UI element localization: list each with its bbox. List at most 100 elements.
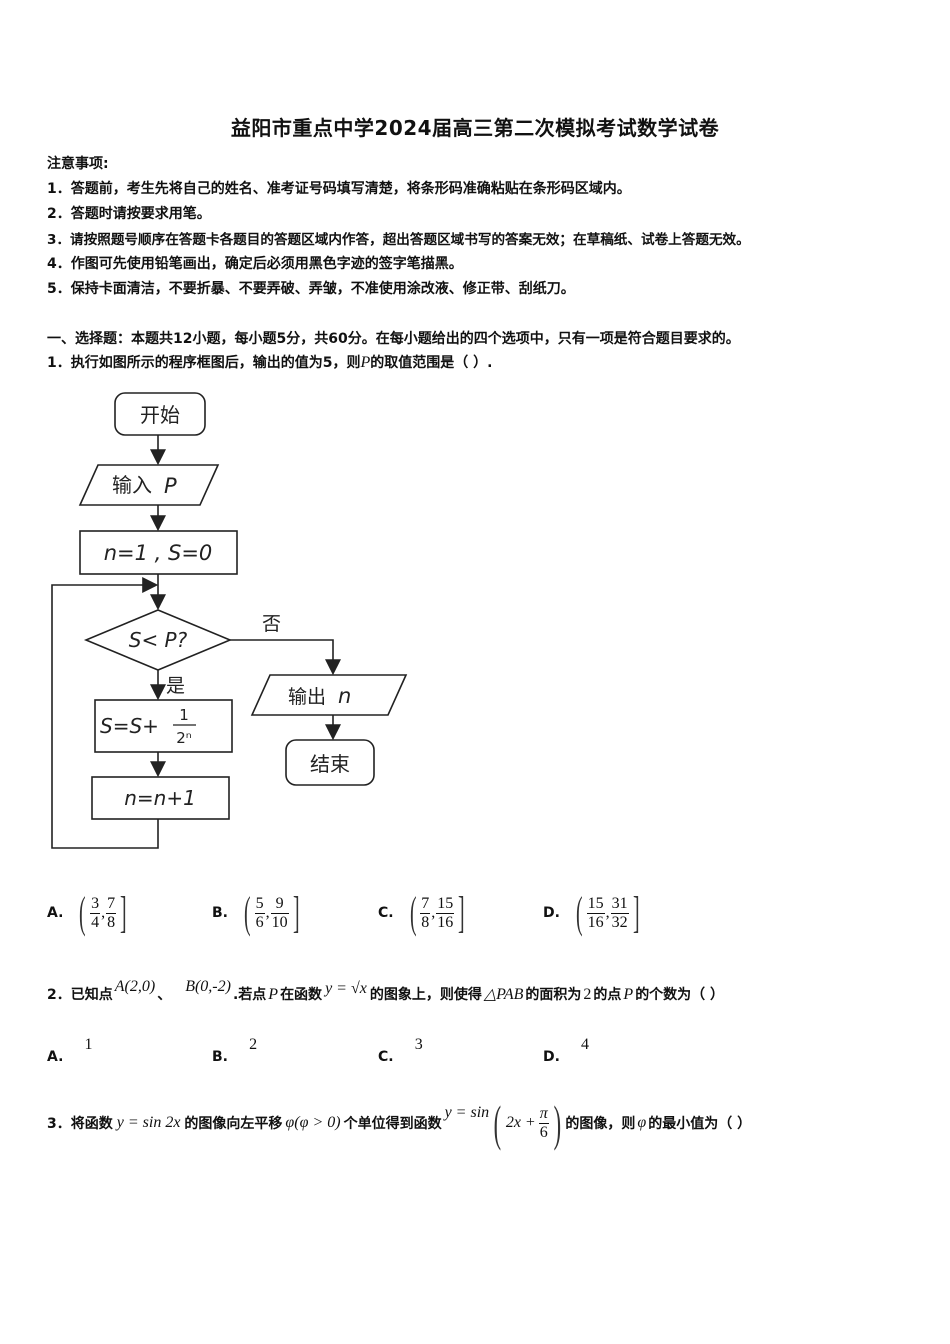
- q1-option-a-label: A.: [47, 905, 64, 921]
- left-bracket: (: [79, 888, 87, 937]
- start-node: [114, 392, 206, 436]
- q2-option-b-value: 2: [249, 1036, 258, 1053]
- arrow-decision-no: [230, 639, 341, 676]
- q1-option-b-label: B.: [212, 905, 228, 921]
- notice-item-1: 1．答题前，考生先将自己的姓名、准考证号码填写清楚，将条形码准确粘贴在条形码区域…: [47, 181, 631, 197]
- question-3-stem: 3．将函数 y = sin 2x 的图像向左平移 φ(φ > 0) 个单位得到函…: [47, 1098, 752, 1148]
- exam-title: 益阳市重点中学2024届高三第二次模拟考试数学试卷: [230, 116, 720, 140]
- output-label: 输出: [288, 686, 326, 708]
- q2-t5: 的点: [593, 987, 622, 1003]
- q2-option-d-value: 4: [581, 1036, 590, 1053]
- right-bracket: ]: [292, 888, 300, 937]
- q2-area: 2: [583, 986, 592, 1003]
- q2-option-d[interactable]: D. 4: [543, 1036, 589, 1066]
- q2-prefix: 2．已知点: [47, 987, 113, 1003]
- right-bracket: ]: [120, 888, 127, 937]
- q3-t2: 个单位得到函数: [343, 1116, 442, 1132]
- right-bracket: ]: [458, 888, 465, 937]
- q1-var-p: P: [360, 354, 371, 371]
- update-s-den: 2ⁿ: [176, 729, 192, 747]
- question-2-stem: 2．已知点 A(2,0) 、 B(0,-2) .若点 P 在函数 y = √x …: [47, 978, 725, 1004]
- notice-item-5: 5．保持卡面清洁，不要折暴、不要弄破、弄皱，不准使用涂改液、修正带、刮纸刀。: [47, 281, 575, 297]
- q2-sep: 、: [157, 987, 172, 1003]
- q3-func1: y = sin 2x: [116, 1114, 181, 1131]
- q2-option-b-label: B.: [212, 1049, 228, 1065]
- q3-t4: 的最小值为（ ）: [648, 1116, 752, 1132]
- q2-point-a: A(2,0): [114, 978, 156, 995]
- q3-prefix: 3．将函数: [47, 1116, 113, 1132]
- q2-option-a-value: 1: [84, 1036, 93, 1053]
- q3-t1: 的图像向左平移: [184, 1116, 283, 1132]
- left-bracket: (: [409, 888, 417, 937]
- q2-option-c[interactable]: C. 3: [378, 1036, 423, 1066]
- no-label: 否: [262, 613, 281, 635]
- input-node: [78, 464, 220, 506]
- left-bracket: (: [575, 888, 583, 937]
- output-node: [250, 674, 408, 716]
- q2-t2: 在函数: [280, 987, 323, 1003]
- q2-p2: P: [623, 986, 634, 1003]
- yes-label: 是: [166, 675, 185, 697]
- q2-t6: 的个数为（ ）: [635, 987, 725, 1003]
- q2-t1: .若点: [232, 987, 267, 1003]
- update-s-label: S=S+: [100, 714, 159, 738]
- q3-func2-left: y = sin: [444, 1104, 490, 1121]
- q2-triangle: △PAB: [483, 986, 524, 1003]
- q2-option-d-label: D.: [543, 1049, 560, 1065]
- q2-option-c-value: 3: [414, 1036, 423, 1053]
- notice-item-3: 3．请按照题号顺序在答题卡各题目的答题区域内作答，超出答题区域书写的答案无效；在…: [47, 232, 750, 248]
- update-s-num: 1: [179, 706, 189, 724]
- q1-option-d-label: D.: [543, 905, 560, 921]
- q3-phi2: φ: [637, 1114, 647, 1131]
- q3-phi: φ(φ > 0): [285, 1114, 341, 1131]
- q2-t4: 的面积为: [525, 987, 582, 1003]
- q2-t3: 的图象上，则使得: [369, 987, 482, 1003]
- q2-option-b[interactable]: B. 2: [212, 1036, 257, 1066]
- notice-heading: 注意事项:: [47, 156, 109, 172]
- decision-label: S< P?: [129, 628, 188, 652]
- input-label: 输入: [112, 473, 152, 497]
- right-bracket: ]: [632, 888, 640, 937]
- q3-t3: 的图像，则: [565, 1116, 636, 1132]
- q1-suffix: 的取值范围是（ ）.: [370, 355, 493, 371]
- q2-option-a[interactable]: A. 1: [47, 1036, 93, 1066]
- q2-p: P: [268, 986, 279, 1003]
- arrow-loop-back: [51, 577, 159, 849]
- question-1-stem: 1．执行如图所示的程序框图后，输出的值为5，则P的取值范围是（ ）.: [47, 352, 492, 372]
- q2-option-a-label: A.: [47, 1049, 64, 1065]
- q2-func: y = √x: [325, 980, 367, 997]
- q1-option-c-label: C.: [378, 905, 394, 921]
- q1-prefix: 1．执行如图所示的程序框图后，输出的值为5，则: [47, 355, 361, 371]
- notice-item-2: 2．答题时请按要求用笔。: [47, 206, 211, 222]
- q2-option-c-label: C.: [378, 1049, 394, 1065]
- end-label: 结束: [310, 752, 350, 776]
- q2-point-b: B(0,-2): [185, 978, 231, 995]
- start-label: 开始: [140, 403, 180, 427]
- init-label: n=1 , S=0: [104, 541, 213, 565]
- flowchart: 开始 输入 P n=1 , S=0 S< P? 否 是 S=S+ 1 2ⁿ n=…: [51, 392, 408, 849]
- output-var: n: [338, 684, 351, 708]
- input-var: P: [164, 474, 177, 498]
- update-n-label: n=n+1: [124, 786, 196, 810]
- left-bracket: (: [244, 888, 251, 937]
- q3-func2-inner: 2x +: [505, 1114, 536, 1131]
- section-1-heading: 一、选择题：本题共12小题，每小题5分，共60分。在每小题给出的四个选项中，只有…: [47, 331, 740, 347]
- notice-item-4: 4．作图可先使用铅笔画出，确定后必须用黑色字迹的签字笔描黑。: [47, 256, 463, 272]
